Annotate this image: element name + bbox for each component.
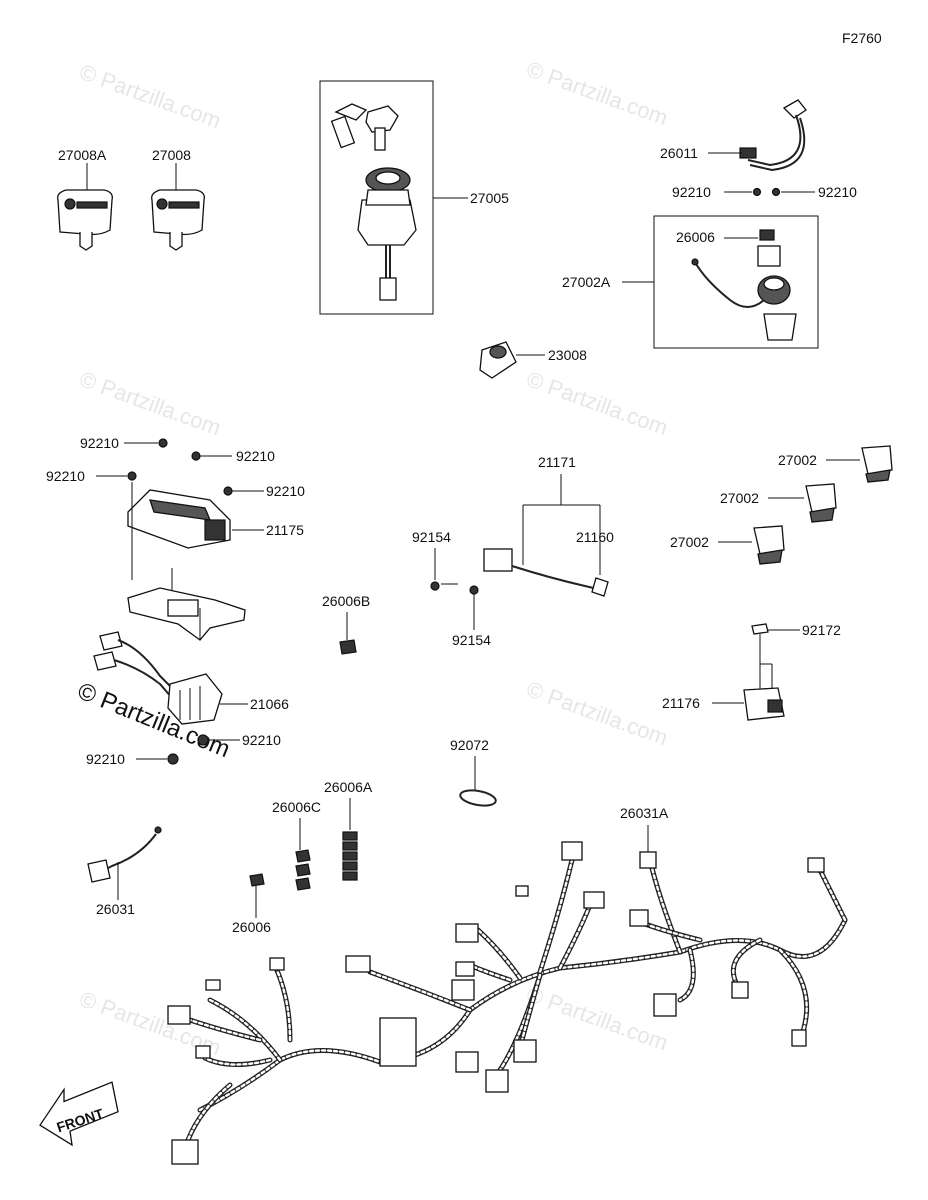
label-92172: 92172 [802,622,841,638]
part-27005-ignition-switch[interactable]: 27005 [319,80,509,315]
part-92210-nut-pair[interactable]: 92210 92210 [672,184,857,200]
label-92154-a: 92154 [412,529,451,545]
part-27008a-key[interactable]: 27008A [57,147,113,251]
part-26006-fuse[interactable]: 26006 [232,873,271,935]
label-26006c: 26006C [272,799,321,815]
label-27002-a: 27002 [778,452,817,468]
label-21160: 21160 [576,529,614,545]
label-26031: 26031 [96,901,135,917]
part-21175-ecu[interactable]: 92210 92210 92210 92210 21175 [46,435,305,641]
label-92210-a: 92210 [672,184,711,200]
part-92072-band[interactable]: 92072 [450,737,497,808]
label-27002a: 27002A [562,274,611,290]
label-92210-c: 92210 [80,435,119,451]
label-92210-b: 92210 [818,184,857,200]
part-21066-regulator[interactable]: 21066 92210 92210 [86,631,289,767]
label-27008a: 27008A [58,147,107,163]
part-23008-connector[interactable]: 23008 [479,341,587,379]
figure-id: F2760 [842,30,882,46]
watermark-2: © Partzilla.com [523,56,671,130]
watermark-5: © Partzilla.com [523,676,671,750]
front-direction-arrow: FRONT [39,1081,119,1147]
part-26006c-fuses[interactable]: 26006C [272,799,321,891]
label-92210-e: 92210 [46,468,85,484]
part-26031-sub-harness[interactable]: 26031 [87,826,162,917]
label-92210-g: 92210 [242,732,281,748]
label-92210-d: 92210 [236,448,275,464]
part-26006a-fuse-block[interactable]: 26006A [324,779,373,881]
part-27008-key[interactable]: 27008 [151,147,205,251]
label-92210-f: 92210 [266,483,305,499]
part-26011-bracket[interactable]: 26011 [660,99,807,172]
label-21175: 21175 [266,522,304,538]
label-27005: 27005 [470,190,509,206]
label-21176: 21176 [662,695,700,711]
label-21171: 21171 [538,454,576,470]
part-27002a-relay-assembly[interactable]: 26006 27002A [562,215,819,349]
label-27002-c: 27002 [670,534,709,550]
label-92072: 92072 [450,737,489,753]
label-27002-b: 27002 [720,490,759,506]
watermark-4: © Partzilla.com [523,366,671,440]
watermark-7: © Partzilla.com [523,981,671,1055]
label-21066: 21066 [250,696,289,712]
watermark-3: © Partzilla.com [76,366,224,440]
label-92210-h: 92210 [86,751,125,767]
part-26031a-main-harness[interactable]: 26031A [167,805,848,1165]
part-27002-relays[interactable]: 27002 27002 27002 [670,445,893,565]
label-26011: 26011 [660,145,698,161]
label-26031a: 26031A [620,805,669,821]
label-26006-b: 26006 [232,919,271,935]
part-21176-sensor[interactable]: 92172 21176 [662,622,841,721]
watermark-1: © Partzilla.com [76,59,224,133]
label-27008: 27008 [152,147,191,163]
label-92154-b: 92154 [452,632,491,648]
label-26006b: 26006B [322,593,370,609]
label-26006: 26006 [676,229,715,245]
label-23008: 23008 [548,347,587,363]
part-21171-sensor[interactable]: 21171 21160 92154 92154 [412,454,614,648]
part-26006b-fuse[interactable]: 26006B [322,593,370,655]
label-26006a: 26006A [324,779,373,795]
